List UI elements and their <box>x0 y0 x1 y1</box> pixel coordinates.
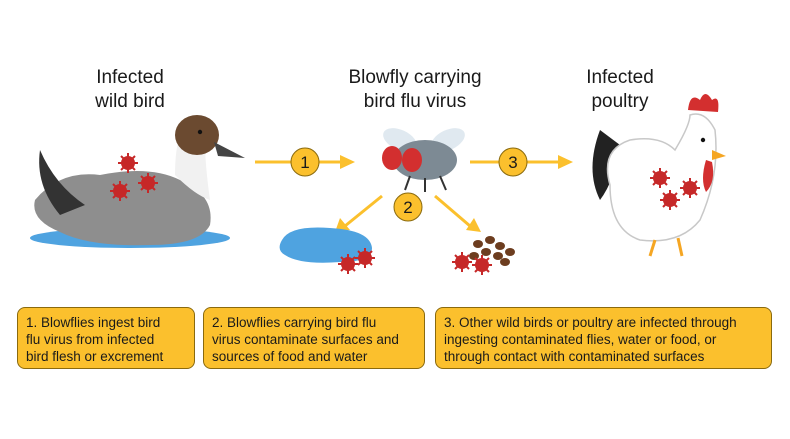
virus-icon <box>137 172 159 194</box>
chicken-comb <box>688 94 719 112</box>
step-number: 2 <box>403 198 412 217</box>
step-number: 1 <box>300 153 309 172</box>
chicken-eye <box>700 137 706 143</box>
virus-icon <box>451 251 473 273</box>
chicken-beak <box>712 150 726 160</box>
contaminated-water <box>279 227 376 275</box>
duck-eye <box>197 129 203 135</box>
contaminated-food <box>451 236 515 276</box>
blowfly-illustration <box>382 128 465 192</box>
virus-icon <box>109 180 131 202</box>
arrow-2-left <box>335 194 383 232</box>
virus-icon <box>354 247 376 269</box>
step-box-2: 2. Blowflies carrying bird flu virus con… <box>203 307 425 369</box>
wild-bird-title: Infected wild bird <box>95 67 165 112</box>
chicken-legs <box>648 237 684 257</box>
duck-body <box>34 171 211 246</box>
virus-icon <box>117 152 139 174</box>
virus-icon <box>659 189 681 211</box>
arrow-2-right <box>434 194 481 232</box>
duck-tail <box>39 150 85 215</box>
fly-eye <box>382 146 402 170</box>
step-number: 3 <box>508 153 517 172</box>
step-box-1: 1. Blowflies ingest bird flu virus from … <box>17 307 195 369</box>
poultry-illustration <box>592 94 726 257</box>
virus-icon <box>649 167 671 189</box>
step-badge-2: 2 <box>393 192 423 222</box>
step-box-3: 3. Other wild birds or poultry are infec… <box>435 307 772 369</box>
chicken-tail <box>592 130 620 200</box>
step-badge-1: 1 <box>290 147 320 177</box>
virus-icon <box>471 254 493 276</box>
poultry-title: Infected poultry <box>586 67 654 112</box>
fly-eye <box>402 148 422 172</box>
fly-legs <box>404 175 447 192</box>
virus-icon <box>679 177 701 199</box>
blowfly-title: Blowfly carrying bird flu virus <box>348 67 482 112</box>
chicken-wattle <box>703 160 714 192</box>
duck-beak <box>214 142 245 158</box>
step-badge-3: 3 <box>498 147 528 177</box>
wild-bird-illustration <box>30 115 245 248</box>
duck-head <box>175 115 219 155</box>
